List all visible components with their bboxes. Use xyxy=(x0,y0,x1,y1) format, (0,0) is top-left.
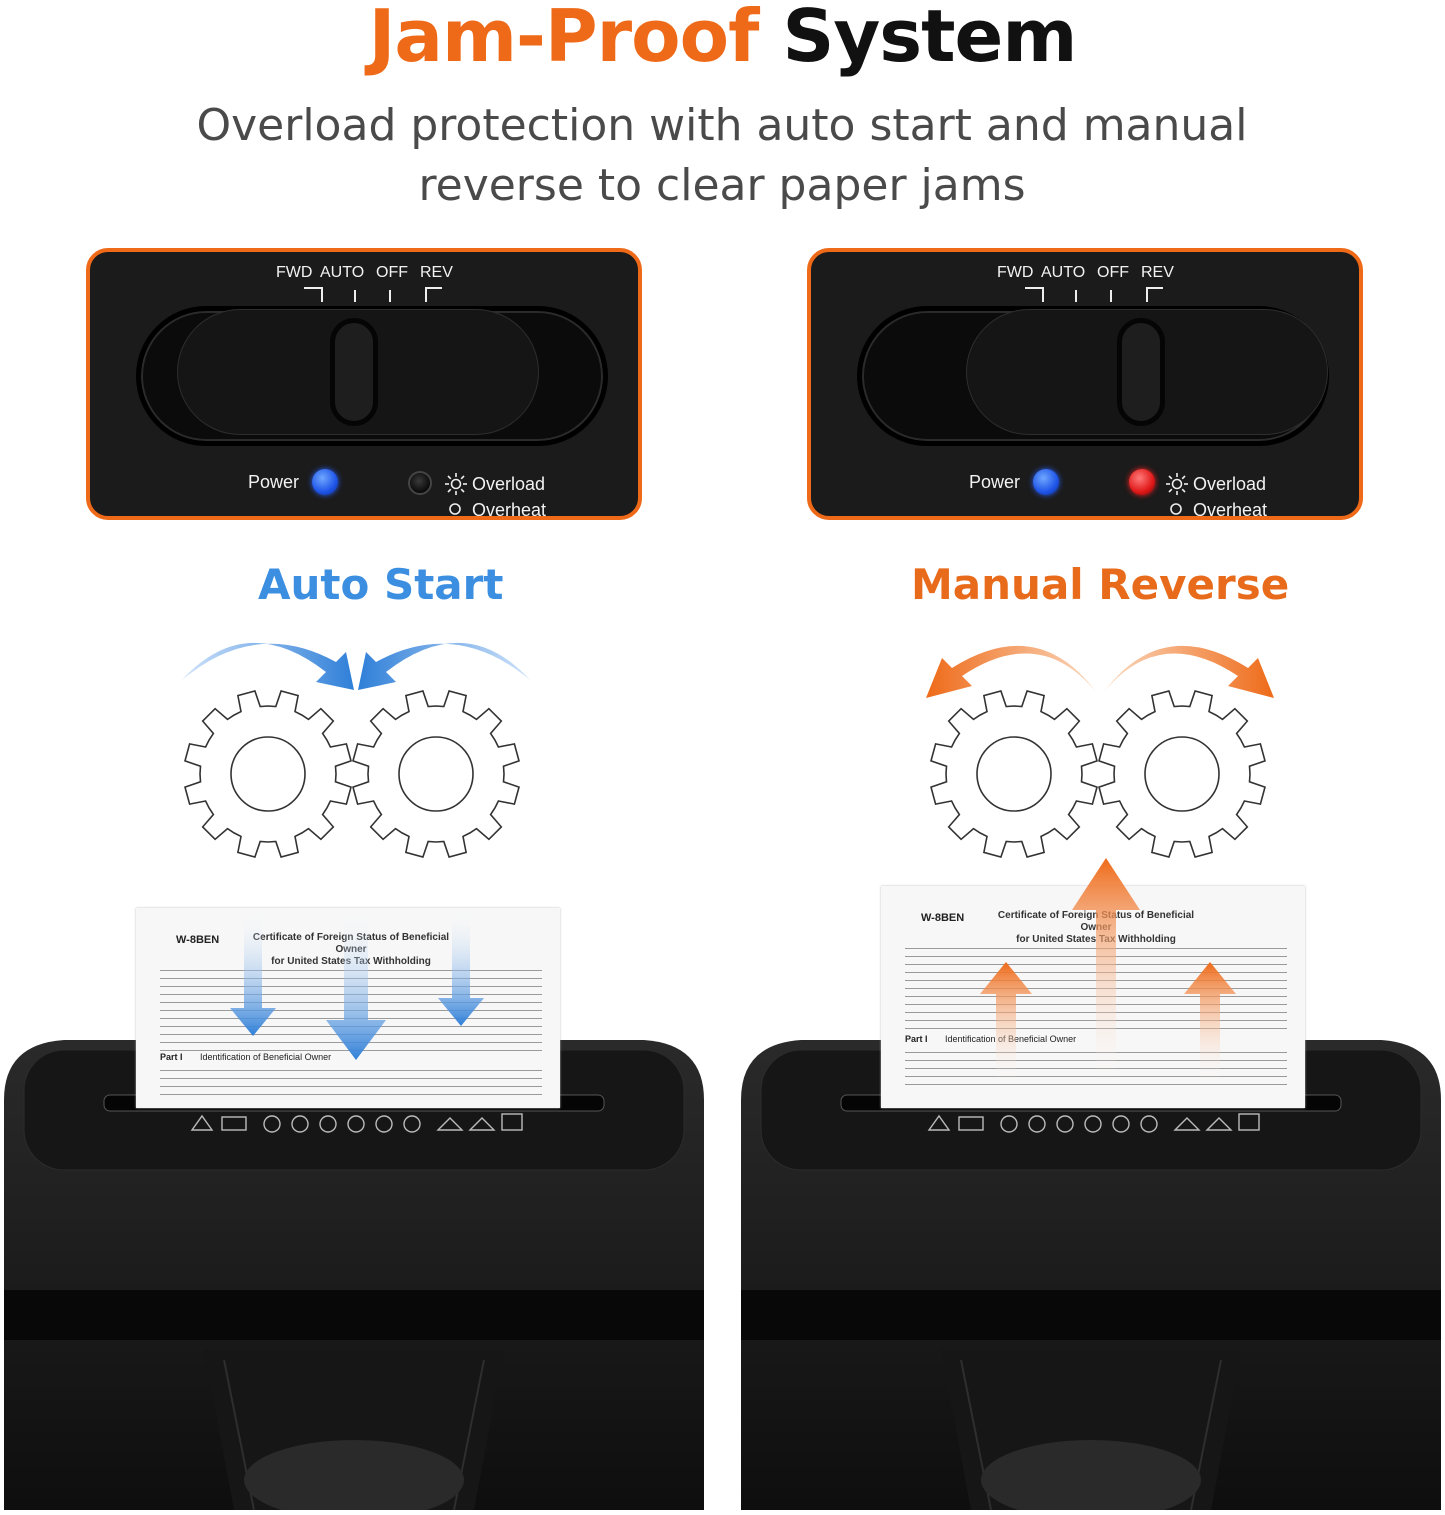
headline: Jam-Proof System xyxy=(0,0,1445,80)
subheadline-line-1: Overload protection with auto start and … xyxy=(196,100,1248,151)
curved-arrows-outward-icon xyxy=(926,645,1274,698)
mode-rev-label: REV xyxy=(420,264,453,281)
subheadline: Overload protection with auto start and … xyxy=(172,96,1272,216)
power-label: Power xyxy=(969,472,1021,492)
overload-label: Overload xyxy=(1193,474,1267,494)
auto-start-title: Auto Start xyxy=(258,560,504,609)
control-panel-right: FWD AUTO OFF REV Power Overload Overheat xyxy=(807,248,1363,520)
curved-arrows-inward-icon xyxy=(182,642,530,690)
down-arrows-icon xyxy=(230,908,484,1060)
sun-icon xyxy=(1166,473,1188,495)
shredder-body xyxy=(4,1040,704,1515)
shredder-body xyxy=(741,1040,1441,1515)
headline-rest: System xyxy=(758,0,1077,78)
mode-auto-label: AUTO xyxy=(1041,264,1086,281)
circle-icon xyxy=(1170,503,1182,515)
mode-slider-knob[interactable] xyxy=(330,318,378,426)
power-led xyxy=(312,469,338,495)
control-panel-left: FWD AUTO OFF REV Power Overload Overheat xyxy=(86,248,642,520)
manual-reverse-title: Manual Reverse xyxy=(911,560,1290,609)
mode-slider-knob[interactable] xyxy=(1117,318,1165,426)
mode-fwd-label: FWD xyxy=(997,264,1034,281)
mode-tick-marks xyxy=(1025,287,1163,302)
form-id: W-8BEN xyxy=(921,912,965,924)
mode-rev-label: REV xyxy=(1141,264,1174,281)
form-id: W-8BEN xyxy=(176,934,220,946)
mode-fwd-label: FWD xyxy=(276,264,313,281)
circle-icon xyxy=(449,503,461,515)
form-part-label: Part I xyxy=(905,1034,928,1044)
shredder-right xyxy=(741,1040,1441,1515)
headline-accent: Jam-Proof xyxy=(368,0,760,78)
gear-icon xyxy=(184,690,520,858)
up-arrows-icon xyxy=(980,858,1236,1084)
form-part-title: Identification of Beneficial Owner xyxy=(200,1052,332,1062)
mode-tick-marks xyxy=(304,287,442,302)
form-body-lines-2 xyxy=(160,1070,542,1102)
subheadline-line-2: reverse to clear paper jams xyxy=(418,160,1026,211)
overload-label: Overload xyxy=(472,474,546,494)
mode-off-label: OFF xyxy=(376,264,408,281)
form-title-line-2: for United States Tax Withholding xyxy=(1016,934,1176,945)
overload-led xyxy=(1129,469,1155,495)
shredder-left xyxy=(4,1040,704,1515)
power-label: Power xyxy=(248,472,300,492)
form-part-label: Part I xyxy=(160,1052,183,1062)
overheat-label: Overheat xyxy=(1193,500,1268,520)
mode-off-label: OFF xyxy=(1097,264,1129,281)
mode-auto-label: AUTO xyxy=(320,264,365,281)
overheat-label: Overheat xyxy=(472,500,547,520)
gear-icon xyxy=(930,690,1266,858)
sun-icon xyxy=(445,473,467,495)
overload-led xyxy=(408,471,432,495)
power-led xyxy=(1033,469,1059,495)
